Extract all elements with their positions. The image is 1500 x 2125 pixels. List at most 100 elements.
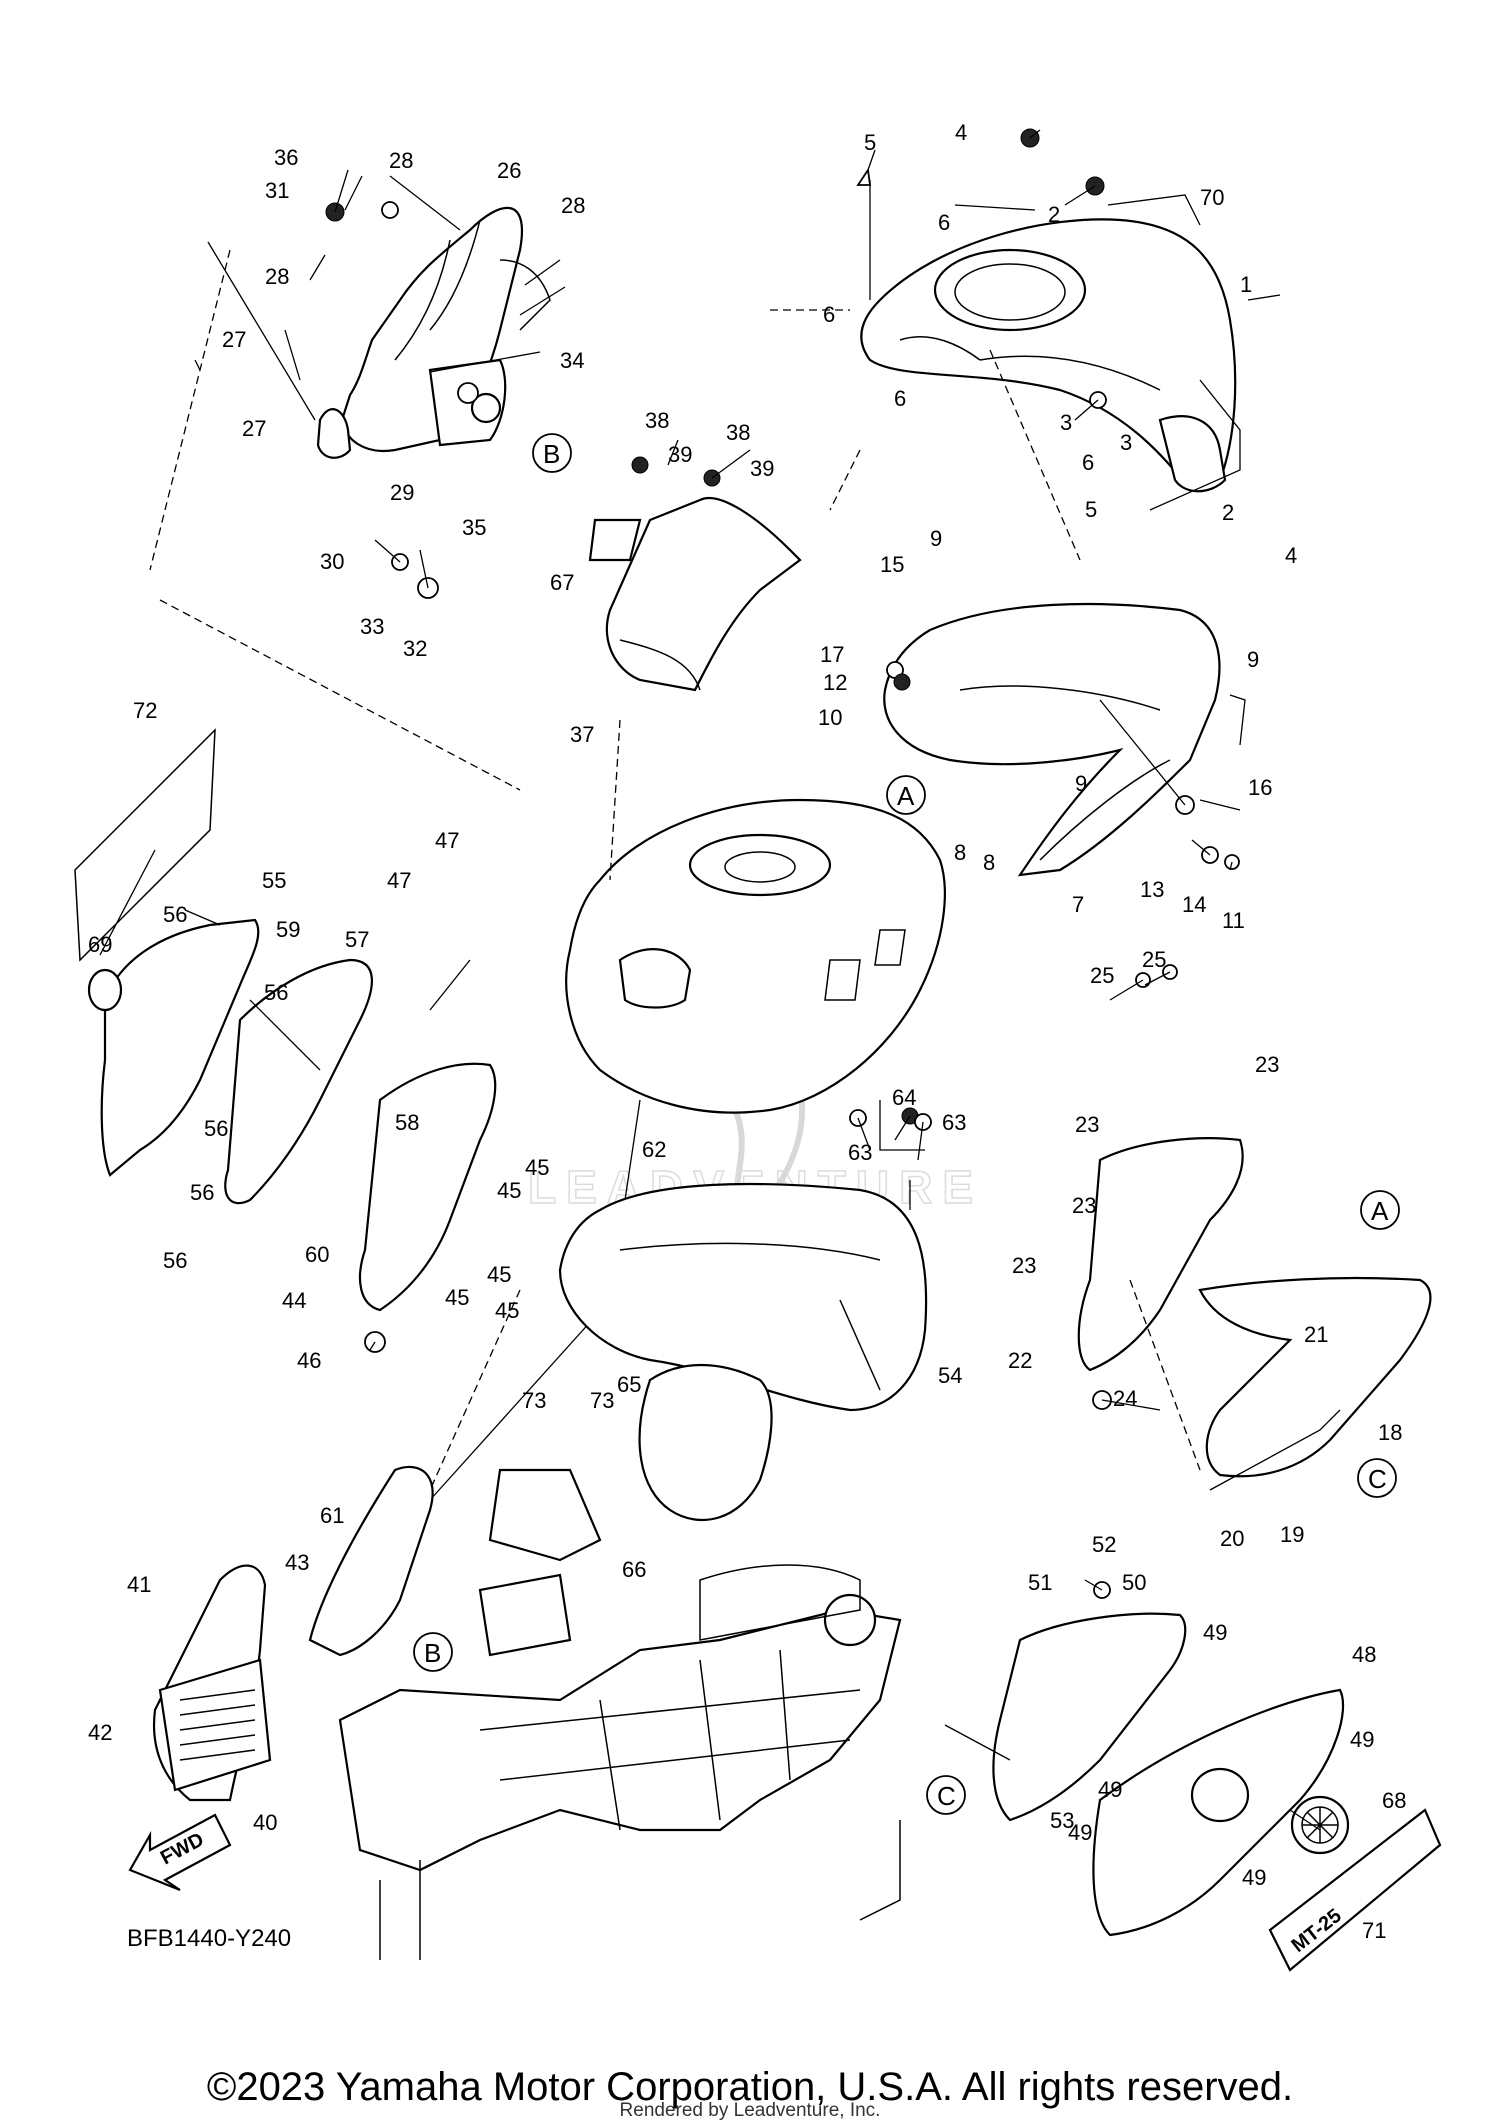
svg-text:C: C <box>1368 1464 1387 1494</box>
callout-53: 53 <box>1050 1808 1074 1833</box>
callout-63: 63 <box>848 1140 872 1165</box>
callout-51: 51 <box>1028 1570 1052 1595</box>
callout-36: 36 <box>274 145 298 170</box>
callout-9: 9 <box>1247 647 1259 672</box>
frame-group <box>338 1564 902 1960</box>
callout-2: 2 <box>1048 202 1060 227</box>
callout-8: 8 <box>983 850 995 875</box>
callout-4: 4 <box>1285 543 1297 568</box>
callout-45: 45 <box>487 1262 511 1287</box>
callout-12: 12 <box>823 670 847 695</box>
diagram-code: BFB1440-Y240 <box>127 1925 292 1952</box>
callout-54: 54 <box>938 1363 962 1388</box>
callout-56: 56 <box>264 980 288 1005</box>
reference-marker-b: B <box>413 1632 453 1672</box>
callout-16: 16 <box>1248 775 1272 800</box>
callout-56: 56 <box>204 1116 228 1141</box>
callout-29: 29 <box>390 480 414 505</box>
reference-marker-a: A <box>886 775 926 815</box>
callout-22: 22 <box>1008 1348 1032 1373</box>
fwd-arrow: FWD <box>128 1813 232 1892</box>
fuel-tank-group <box>429 719 946 1501</box>
reference-markers: B A A C B C <box>413 433 1400 1815</box>
part-number-labels: 1 2 2 3 3 4 4 5 5 6 6 6 6 7 8 8 9 9 9 10… <box>88 120 1406 1943</box>
callout-23: 23 <box>1012 1253 1036 1278</box>
callout-63: 63 <box>942 1110 966 1135</box>
callout-30: 30 <box>320 549 344 574</box>
callout-9: 9 <box>1075 771 1087 796</box>
callout-71: 71 <box>1362 1918 1386 1943</box>
callout-32: 32 <box>403 636 427 661</box>
callout-56: 56 <box>163 902 187 927</box>
callout-38: 38 <box>726 420 750 445</box>
reference-marker-c: C <box>926 1775 966 1815</box>
callout-18: 18 <box>1378 1420 1402 1445</box>
callout-65: 65 <box>617 1372 641 1397</box>
callout-7: 7 <box>1072 892 1084 917</box>
callout-3: 3 <box>1060 410 1072 435</box>
right-cover-group <box>1077 1137 1432 1491</box>
callout-46: 46 <box>297 1348 321 1373</box>
callout-47: 47 <box>435 828 459 853</box>
callout-13: 13 <box>1140 877 1164 902</box>
callout-72: 72 <box>133 698 157 723</box>
callout-41: 41 <box>127 1572 151 1597</box>
callout-27: 27 <box>242 416 266 441</box>
callout-23: 23 <box>1255 1052 1279 1077</box>
cowl-group <box>588 497 802 692</box>
callout-43: 43 <box>285 1550 309 1575</box>
callout-28: 28 <box>265 264 289 289</box>
callout-42: 42 <box>88 1720 112 1745</box>
callout-70: 70 <box>1200 185 1224 210</box>
callout-57: 57 <box>345 927 369 952</box>
callout-49: 49 <box>1242 1865 1266 1890</box>
svg-text:B: B <box>543 439 560 469</box>
callout-3: 3 <box>1120 430 1132 455</box>
callout-19: 19 <box>1280 1522 1304 1547</box>
callout-34: 34 <box>560 348 584 373</box>
callout-40: 40 <box>253 1810 277 1835</box>
callout-45: 45 <box>497 1178 521 1203</box>
callout-17: 17 <box>820 642 844 667</box>
callout-1: 1 <box>1240 272 1252 297</box>
callout-73: 73 <box>590 1388 614 1413</box>
callout-56: 56 <box>190 1180 214 1205</box>
callout-49: 49 <box>1098 1777 1122 1802</box>
callout-20: 20 <box>1220 1526 1244 1551</box>
svg-text:C: C <box>937 1781 956 1811</box>
callout-23: 23 <box>1075 1112 1099 1137</box>
callout-64: 64 <box>892 1085 916 1110</box>
callout-2: 2 <box>1222 500 1234 525</box>
mt25-decal: MT-25 <box>1268 1808 1442 1972</box>
reference-marker-a: A <box>1360 1190 1400 1230</box>
callout-4: 4 <box>955 120 967 145</box>
callout-56: 56 <box>163 1248 187 1273</box>
callout-15: 15 <box>880 552 904 577</box>
callout-45: 45 <box>495 1298 519 1323</box>
callout-38: 38 <box>645 408 669 433</box>
callout-8: 8 <box>954 840 966 865</box>
callout-45: 45 <box>445 1285 469 1310</box>
callout-25: 25 <box>1090 963 1114 988</box>
lower-left-group <box>153 1465 434 1802</box>
callout-24: 24 <box>1113 1386 1137 1411</box>
callout-68: 68 <box>1382 1788 1406 1813</box>
leader-lines <box>284 129 1233 1591</box>
callout-59: 59 <box>276 917 300 942</box>
seat-group <box>488 1100 928 1562</box>
callout-26: 26 <box>497 158 521 183</box>
callout-39: 39 <box>750 456 774 481</box>
callout-67: 67 <box>550 570 574 595</box>
callout-23: 23 <box>1072 1193 1096 1218</box>
callout-44: 44 <box>282 1288 306 1313</box>
yamaha-emblem <box>1290 1795 1350 1855</box>
callout-61: 61 <box>320 1503 344 1528</box>
callout-62: 62 <box>642 1137 666 1162</box>
callout-6: 6 <box>823 302 835 327</box>
callout-37: 37 <box>570 722 594 747</box>
callout-5: 5 <box>864 130 876 155</box>
callout-49: 49 <box>1350 1727 1374 1752</box>
callout-69: 69 <box>88 932 112 957</box>
lower-right-group: MT-25 <box>944 1612 1442 1972</box>
headlight-bracket-group <box>149 175 566 571</box>
